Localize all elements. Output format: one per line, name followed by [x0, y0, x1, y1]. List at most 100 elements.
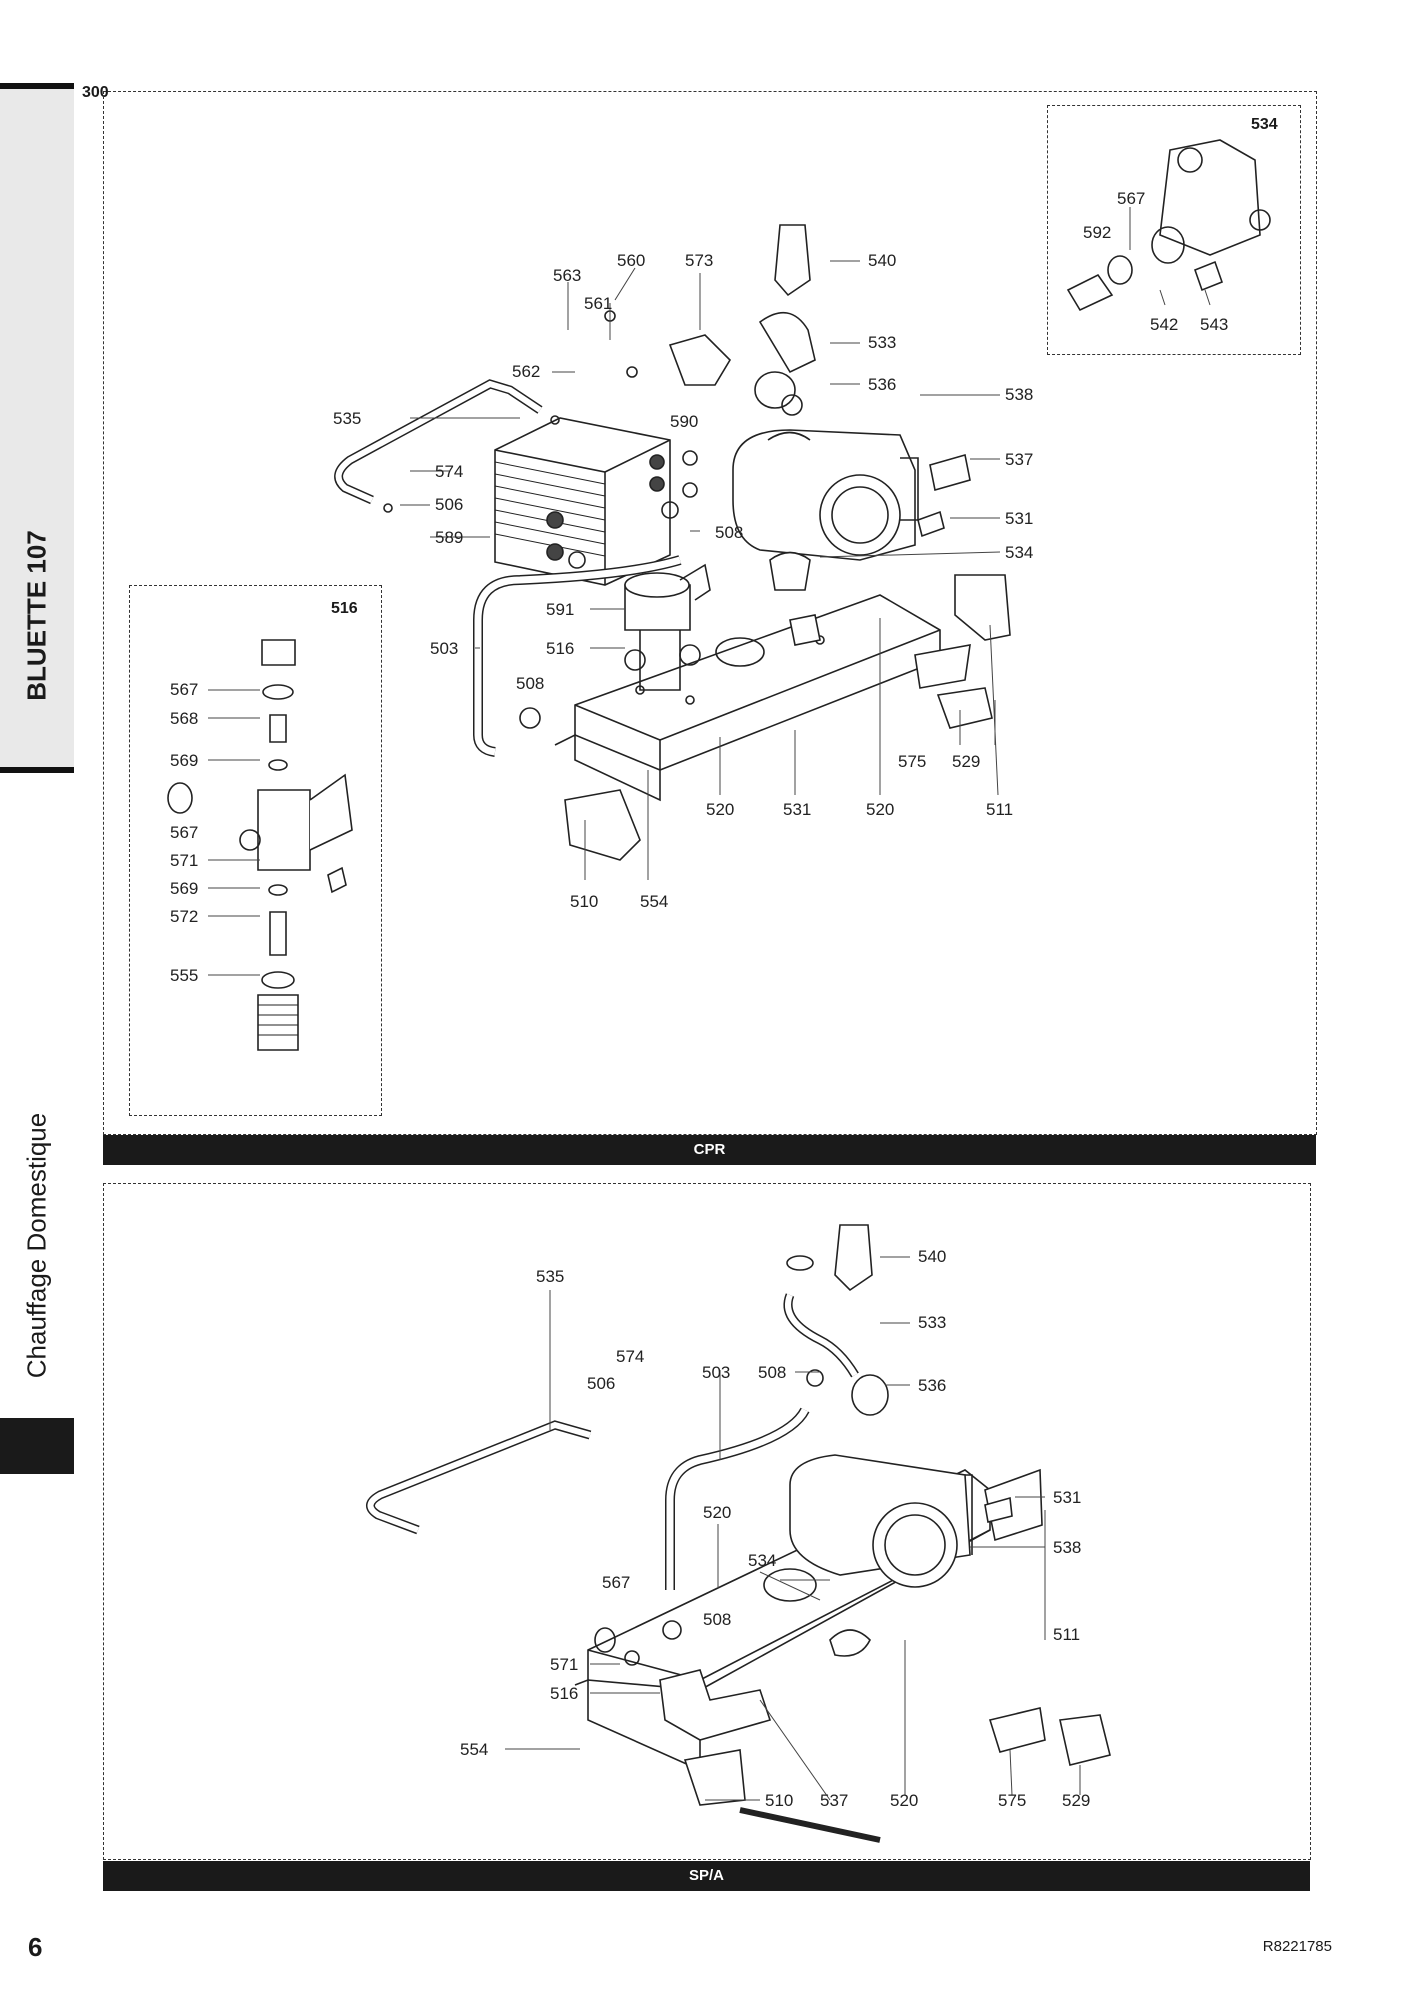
- clip-575: [914, 644, 971, 689]
- band-spa: SP/A: [103, 1861, 1310, 1891]
- inset-534-drawing: [1066, 139, 1271, 312]
- callout: 537: [820, 1791, 848, 1810]
- callout: 568: [170, 709, 198, 728]
- callout: 542: [1150, 315, 1178, 334]
- document-reference: R8221785: [1262, 1938, 1332, 1955]
- callout: 543: [1200, 315, 1228, 334]
- callout: 529: [1062, 1791, 1090, 1810]
- o-rings-top: [383, 310, 803, 729]
- side-marker: [0, 1418, 74, 1474]
- callout: 575: [998, 1791, 1026, 1810]
- callout: 516: [546, 639, 574, 658]
- callout: 554: [460, 1740, 488, 1759]
- callout: 572: [170, 907, 198, 926]
- callout: 567: [170, 823, 198, 842]
- inset-534-frame: [1047, 105, 1301, 355]
- callout: 535: [536, 1267, 564, 1286]
- clip-top: [789, 614, 821, 646]
- callout: 534: [748, 1551, 776, 1570]
- callout: 511: [986, 800, 1013, 819]
- callout: 537: [1005, 450, 1033, 469]
- side-tab: [0, 83, 74, 773]
- bracket-510: [564, 789, 641, 861]
- callout: 533: [918, 1313, 946, 1332]
- callout: 569: [170, 751, 198, 770]
- callout: 536: [918, 1376, 946, 1395]
- valve-body-516: [624, 563, 711, 691]
- callout: 533: [868, 333, 896, 352]
- callout: 563: [553, 266, 581, 285]
- callout: 508: [703, 1610, 731, 1629]
- callout: 538: [1005, 385, 1033, 404]
- circulator-pump: [732, 429, 919, 561]
- bottom-cap-536: [851, 1374, 889, 1416]
- callout: 503: [702, 1363, 730, 1382]
- bottom-pump: [789, 1454, 973, 1588]
- band-cpr: CPR: [103, 1135, 1316, 1165]
- inset-516-frame: [129, 585, 382, 1116]
- callout: 592: [1083, 223, 1111, 242]
- inset-516-drawing: [167, 639, 353, 1051]
- callout: 540: [868, 251, 896, 270]
- callout: 591: [546, 600, 574, 619]
- fitting-531: [917, 510, 945, 538]
- callout: 536: [868, 375, 896, 394]
- callout: 506: [435, 495, 463, 514]
- callout: 540: [918, 1247, 946, 1266]
- callout: 508: [758, 1363, 786, 1382]
- callout: 535: [333, 409, 361, 428]
- callout: 503: [430, 639, 458, 658]
- callout: 510: [765, 1791, 793, 1810]
- plate-heat-exchanger: [494, 417, 671, 586]
- callout: 529: [952, 752, 980, 771]
- callout: 574: [435, 462, 463, 481]
- callout: 561: [584, 294, 612, 313]
- callouts-top: 540 560 573 563 561 562 533 536 535 590 …: [170, 189, 1228, 985]
- callout: 567: [1117, 189, 1145, 208]
- bottom-fitting-531: [984, 1496, 1013, 1523]
- manifold-534: [769, 551, 811, 591]
- callout: 571: [170, 851, 198, 870]
- inset-534-title: 534: [1251, 116, 1278, 133]
- callout: 520: [706, 800, 734, 819]
- callout: 590: [670, 412, 698, 431]
- callout: 567: [602, 1573, 630, 1592]
- callout: 555: [170, 966, 198, 985]
- callout: 516: [550, 1684, 578, 1703]
- callouts-bottom: 540 535 533 574 506 503 508 536 531 520 …: [460, 1247, 1090, 1810]
- callout: 560: [617, 251, 645, 270]
- callout: 571: [550, 1655, 578, 1674]
- fitting-537: [929, 453, 971, 492]
- callout: 508: [516, 674, 544, 693]
- callout: 538: [1053, 1538, 1081, 1557]
- callout: 573: [685, 251, 713, 270]
- callout: 520: [703, 1503, 731, 1522]
- bottom-cover-529: [1059, 1714, 1111, 1766]
- callout: 574: [616, 1347, 644, 1366]
- callout: 575: [898, 752, 926, 771]
- leader-lines: [208, 207, 1211, 1801]
- callout: 520: [890, 1791, 918, 1810]
- callout: 511: [1053, 1625, 1080, 1644]
- bottom-clip-575: [988, 1707, 1046, 1753]
- top-diagram-frame: [103, 91, 1317, 1135]
- callout: 569: [170, 879, 198, 898]
- callout: 520: [866, 800, 894, 819]
- air-vent-540: [774, 224, 811, 297]
- callout: 510: [570, 892, 598, 911]
- cap-536: [754, 371, 796, 409]
- callout: 506: [587, 1374, 615, 1393]
- bottom-pipe-535: [366, 1420, 592, 1535]
- elbow-533: [758, 311, 816, 374]
- callout: 562: [512, 362, 540, 381]
- callout: 531: [783, 800, 811, 819]
- base-plate: [554, 594, 941, 802]
- callout: 534: [1005, 543, 1033, 562]
- bottom-diagram-frame: [103, 1183, 1311, 1860]
- inset-516-title: 516: [331, 600, 358, 617]
- callout: 531: [1053, 1488, 1081, 1507]
- callout: 589: [435, 528, 463, 547]
- bracket-511: [954, 574, 1011, 641]
- sensor-573: [668, 334, 732, 386]
- bottom-bracket-511: [984, 1468, 1043, 1542]
